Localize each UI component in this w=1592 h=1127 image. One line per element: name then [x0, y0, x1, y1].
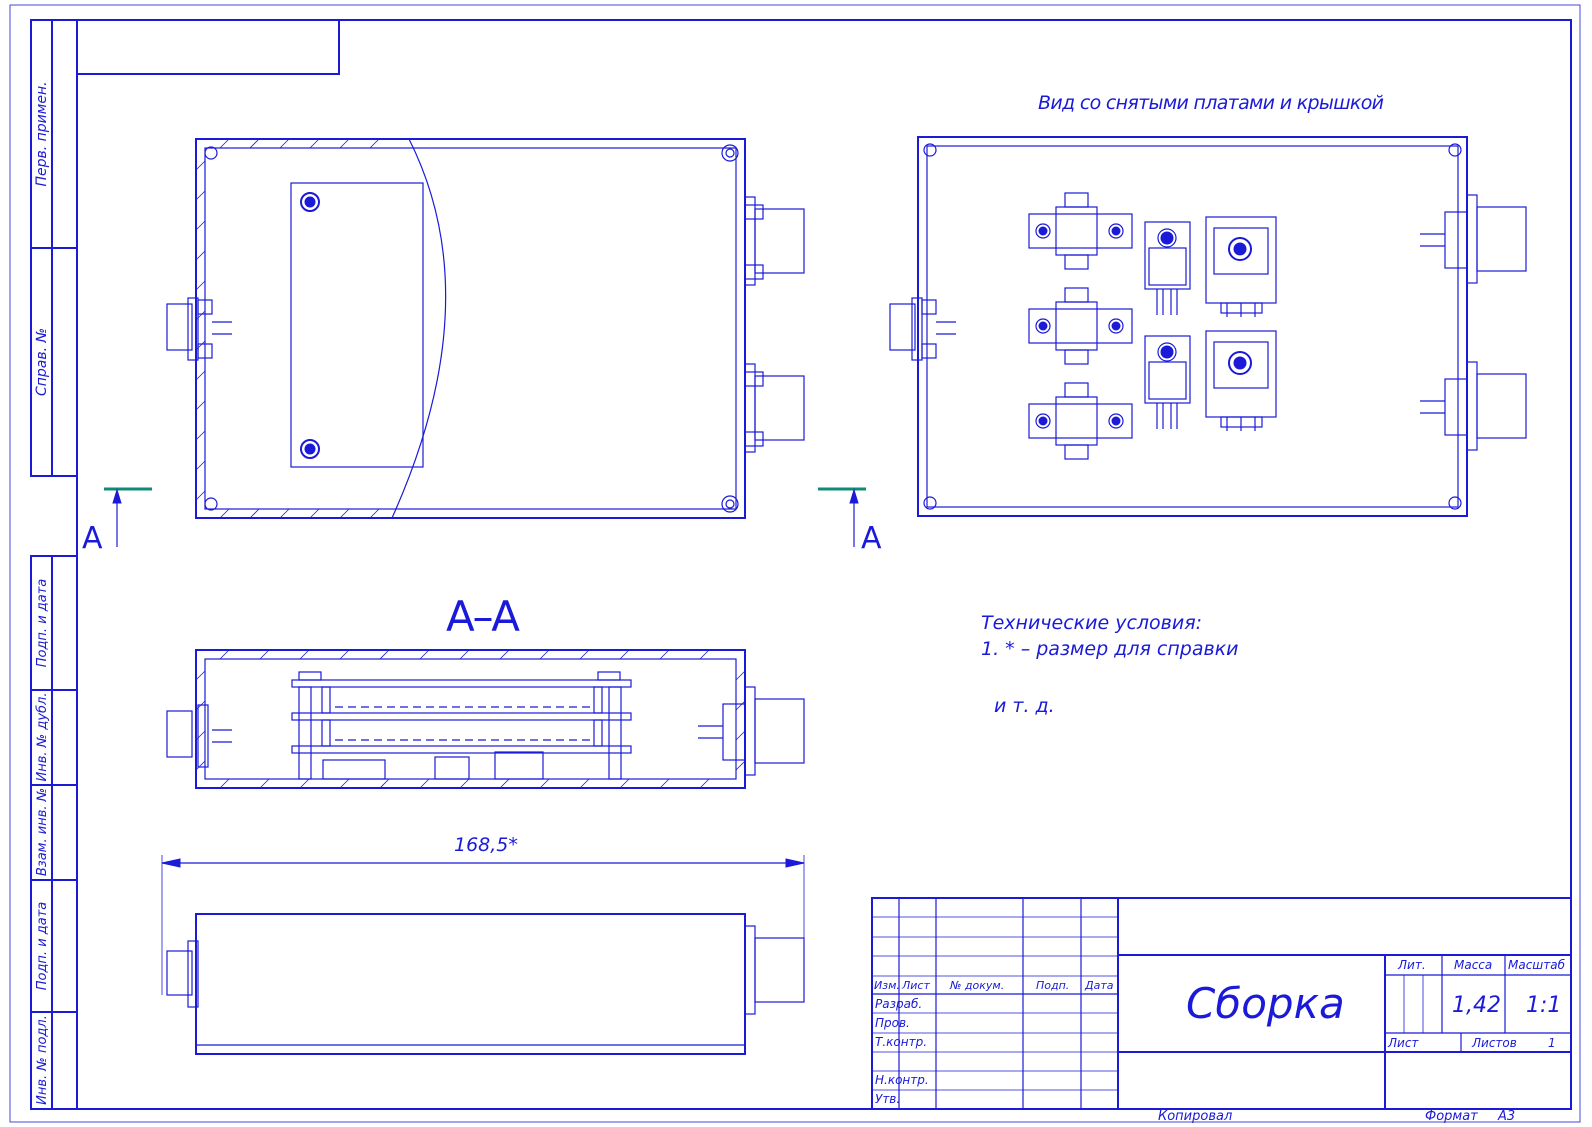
section-view — [166, 649, 805, 789]
hdr-doc: № докум. — [949, 979, 1004, 992]
title-block: Изм. Лист № докум. Подп. Дата Разраб. Пр… — [871, 897, 1572, 1110]
role-tkontr: Т.контр. — [875, 1035, 927, 1049]
hdr-podp: Подп. — [1036, 979, 1069, 992]
mass-value: 1,42 — [1452, 993, 1501, 1018]
sheets-value: 1 — [1548, 1036, 1556, 1050]
strip-label-sprav: Справ. № — [34, 328, 50, 396]
role-razrab: Разраб. — [875, 997, 922, 1011]
scale-value: 1:1 — [1526, 993, 1561, 1018]
scale-label: Масштаб — [1508, 958, 1566, 972]
view-caption: Вид со снятыми платами и крышкой — [1038, 92, 1384, 114]
notes-title: Технические условия: — [981, 612, 1202, 634]
role-prov: Пров. — [875, 1016, 910, 1030]
role-utv: Утв. — [875, 1092, 900, 1106]
copied-label: Копировал — [1158, 1109, 1232, 1124]
strip-label-podp1: Подп. и дата — [35, 579, 50, 668]
role-nkontr: Н.контр. — [875, 1073, 929, 1087]
notes-etc: и т. д. — [994, 695, 1055, 717]
left-strip-bottom: Подп. и дата Инв. № дубл. Взам. инв. № П… — [30, 555, 78, 1110]
technical-notes: Технические условия: 1. * – размер для с… — [981, 612, 1239, 717]
strip-label-vzam: Взам. инв. № — [35, 788, 50, 876]
section-letter-left: А — [82, 521, 103, 556]
outer-border — [9, 4, 1581, 1123]
format-value: А3 — [1497, 1109, 1515, 1124]
section-marks: А А — [82, 487, 882, 556]
footer: Копировал Формат А3 — [1158, 1109, 1515, 1124]
side-view: 168,5* — [161, 834, 805, 1055]
section-title: А–А — [446, 592, 520, 641]
format-label: Формат — [1425, 1109, 1478, 1124]
mass-label: Масса — [1454, 958, 1492, 972]
hdr-izm: Изм. — [874, 979, 900, 992]
plan-view — [166, 138, 805, 519]
left-strip-top: Перв. примен. Справ. № — [30, 19, 78, 477]
notes-item-1: 1. * – размер для справки — [981, 638, 1239, 660]
hdr-list: Лист — [901, 979, 930, 992]
strip-label-perv: Перв. примен. — [34, 81, 50, 186]
designation: Сборка — [1186, 979, 1345, 1028]
section-letter-right: А — [861, 521, 882, 556]
open-box-view — [889, 136, 1527, 517]
sheets-label: Листов — [1471, 1036, 1517, 1050]
strip-label-inv-dubl: Инв. № дубл. — [35, 693, 50, 782]
strip-label-inv-podl: Инв. № подл. — [35, 1015, 50, 1105]
hdr-date: Дата — [1084, 979, 1114, 992]
top-left-stamp — [76, 19, 340, 75]
strip-label-podp2: Подп. и дата — [35, 902, 50, 991]
dimension-label: 168,5* — [454, 834, 518, 856]
sheet-label: Лист — [1387, 1036, 1419, 1050]
lit-label: Лит. — [1397, 958, 1426, 972]
